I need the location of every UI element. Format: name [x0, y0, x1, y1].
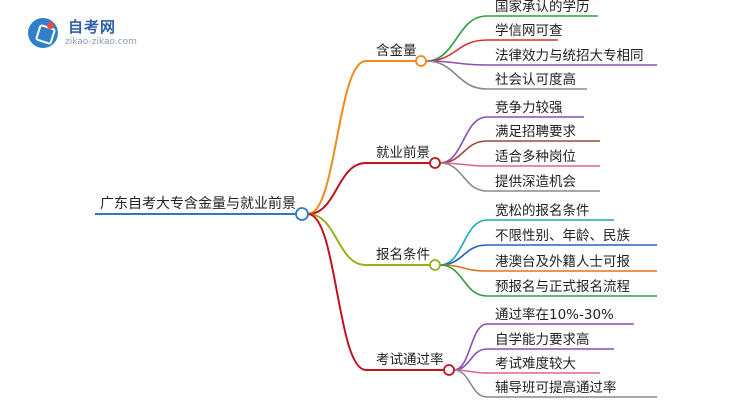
leaf-node[interactable]: 竞争力较强 — [495, 99, 563, 116]
leaf-node[interactable]: 适合多种岗位 — [495, 148, 576, 165]
branch-link — [307, 213, 367, 266]
leaf-link — [453, 348, 488, 371]
site-logo[interactable]: 自考网 zikao-zikao.com — [28, 14, 178, 54]
logo-icon — [28, 18, 58, 48]
leaf-node[interactable]: 自学能力要求高 — [495, 331, 590, 348]
leaf-node[interactable]: 通过率在10%-30% — [495, 306, 614, 323]
leaf-link — [439, 244, 488, 266]
leaf-link — [425, 39, 488, 62]
leaf-node[interactable]: 社会认可度高 — [495, 71, 576, 88]
leaf-link — [439, 116, 488, 164]
branch-node[interactable]: 含金量 — [376, 43, 417, 59]
branch-link — [307, 60, 367, 215]
leaf-link — [439, 162, 488, 192]
leaf-node[interactable]: 国家承认的学历 — [495, 0, 590, 15]
leaf-node[interactable]: 辅导班可提高通过率 — [495, 379, 617, 396]
branch-link — [307, 213, 367, 371]
leaf-link — [425, 60, 488, 90]
leaf-link — [439, 219, 488, 266]
branch-node[interactable]: 考试通过率 — [376, 351, 444, 368]
leaf-node[interactable]: 满足招聘要求 — [495, 124, 576, 140]
leaf-link — [453, 369, 488, 398]
leaf-node[interactable]: 考试难度较大 — [495, 356, 576, 372]
leaf-node[interactable]: 宽松的报名条件 — [495, 202, 590, 219]
root-node[interactable]: 广东自考大专含金量与就业前景 — [100, 195, 296, 212]
root-node-marker[interactable] — [295, 207, 309, 221]
branch-node-marker[interactable] — [415, 55, 427, 67]
leaf-node[interactable]: 预报名与正式报名流程 — [495, 279, 630, 295]
branch-node[interactable]: 报名条件 — [376, 246, 430, 263]
leaf-node[interactable]: 法律效力与统招大专相同 — [495, 48, 644, 64]
logo-url: zikao-zikao.com — [65, 37, 137, 47]
branch-node-marker[interactable] — [443, 364, 455, 376]
leaf-link — [425, 15, 488, 62]
branch-link — [307, 162, 367, 215]
leaf-link — [453, 323, 488, 371]
branch-node-marker[interactable] — [429, 157, 441, 169]
leaf-node[interactable]: 港澳台及外籍人士可报 — [495, 253, 630, 270]
leaf-node[interactable]: 不限性别、年龄、民族 — [495, 228, 630, 244]
logo-name: 自考网 — [68, 18, 117, 36]
leaf-node[interactable]: 学信网可查 — [495, 23, 563, 39]
branch-node-marker[interactable] — [429, 259, 441, 271]
branch-node[interactable]: 就业前景 — [376, 144, 430, 161]
leaf-link — [439, 264, 488, 297]
leaf-node[interactable]: 提供深造机会 — [495, 174, 576, 190]
leaf-link — [439, 140, 488, 164]
